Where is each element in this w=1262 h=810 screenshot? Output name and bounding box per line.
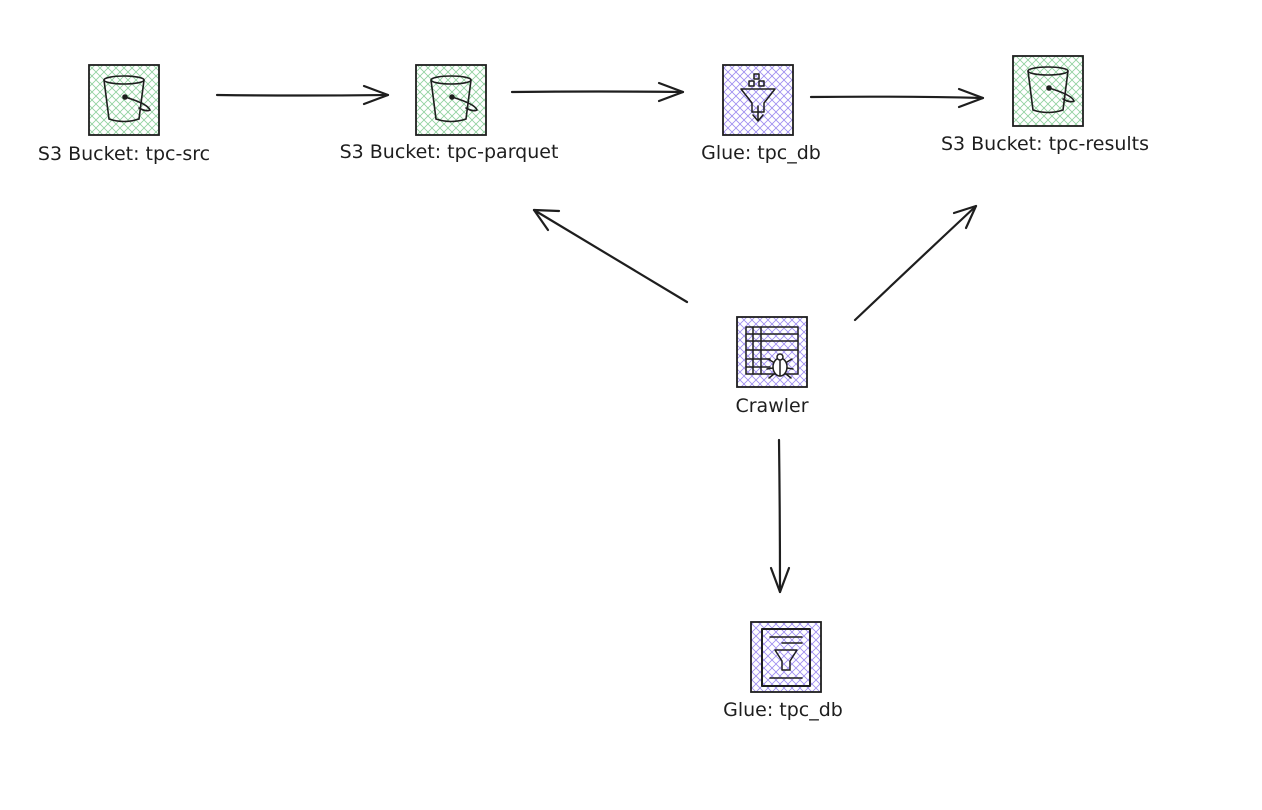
bucket-icon	[1027, 66, 1075, 114]
node-label: Glue: tpc_db	[701, 142, 821, 164]
node-glue-tpc-db[interactable]: Glue: tpc_db	[701, 64, 821, 164]
node-s3-tpc-src[interactable]: S3 Bucket: tpc-src	[38, 64, 210, 165]
node-label: S3 Bucket: tpc-parquet	[340, 141, 559, 163]
node-crawler[interactable]: Crawler	[735, 316, 809, 417]
crawler-icon	[745, 326, 799, 379]
edge-parquet-to-glue	[510, 81, 685, 103]
edge-glue-to-results	[809, 87, 985, 109]
node-label: Crawler	[735, 395, 808, 417]
glue-funnel-icon	[740, 73, 776, 122]
bucket-icon	[103, 75, 151, 123]
node-label: S3 Bucket: tpc-results	[941, 133, 1149, 155]
node-label: Glue: tpc_db	[723, 699, 843, 721]
edge-crawler-to-results	[853, 204, 978, 322]
node-s3-tpc-parquet[interactable]: S3 Bucket: tpc-parquet	[340, 64, 559, 163]
glue-catalog-icon	[761, 628, 811, 687]
node-glue-catalog-tpc-db[interactable]: Glue: tpc_db	[723, 621, 843, 721]
node-label: S3 Bucket: tpc-src	[38, 143, 210, 165]
node-s3-tpc-results[interactable]: S3 Bucket: tpc-results	[941, 55, 1149, 155]
edge-crawler-to-glue-catalog	[769, 438, 791, 594]
bucket-icon	[430, 75, 478, 123]
edge-src-to-parquet	[215, 84, 390, 106]
edge-crawler-to-parquet	[532, 208, 689, 304]
